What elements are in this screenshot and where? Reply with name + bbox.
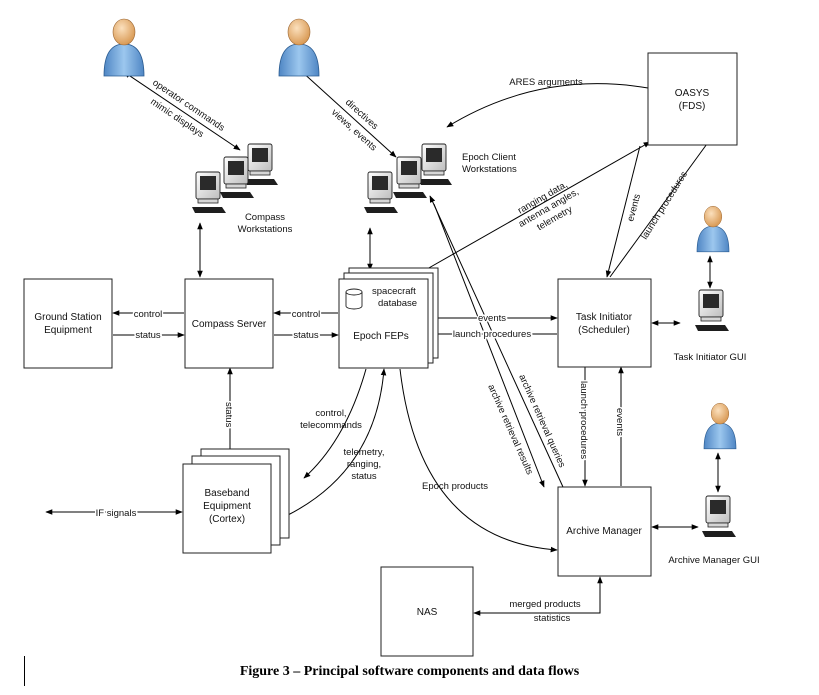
epoch-client-workstations-label-line-2: Workstations [462, 164, 517, 175]
ares-arguments-label: ARES arguments [509, 77, 583, 88]
task-initiator-label-line-1: Task Initiator [576, 312, 633, 323]
baseband-equipment-node: Baseband Equipment (Cortex) [182, 448, 290, 554]
archive-manager-user-person-icon [703, 402, 737, 450]
archive-manager-gui-label: Archive Manager GUI [668, 555, 759, 566]
task-initiator-node: Task Initiator (Scheduler) [557, 278, 652, 368]
oasys-label-line-1: OASYS [675, 88, 710, 99]
oasys-node: OASYS (FDS) [647, 52, 738, 146]
merged-products-label-line-2: statistics [534, 613, 571, 624]
events-oasys-label: events [625, 193, 643, 223]
if-signals-label: IF signals [96, 508, 137, 519]
events-fep-label: events [478, 313, 506, 324]
nas-label: NAS [417, 607, 438, 618]
ground-station-equipment-node: Ground Station Equipment [23, 278, 113, 369]
epoch-user-person-icon [278, 18, 320, 77]
connection-lines [45, 69, 721, 616]
archive-manager-node: Archive Manager [557, 486, 652, 577]
task-initiator-user-person-icon [696, 205, 730, 253]
merged-products-label-line-1: merged products [509, 599, 581, 610]
task-initiator-gui-label: Task Initiator GUI [674, 352, 747, 363]
task-initiator-gui-computer-icon [694, 289, 730, 332]
figure-caption: Figure 3 – Principal software components… [239, 664, 580, 679]
status-baseband-label: status [223, 402, 234, 428]
compass-server-node: Compass Server [184, 278, 274, 369]
launch-procedures-fep-label: launch procedures [453, 329, 531, 340]
spacecraft-database-label-line-2: database [378, 298, 417, 309]
baseband-label-line-3: (Cortex) [209, 514, 245, 525]
ground-station-label-line-2: Equipment [44, 325, 92, 336]
control-cs-label: control [292, 309, 321, 320]
telemetry-ranging-status-label-line-1: telemetry, [343, 447, 384, 458]
telemetry-ranging-status-label-line-3: status [351, 471, 377, 482]
baseband-label-line-1: Baseband [204, 488, 249, 499]
epoch-products-label: Epoch products [422, 481, 488, 492]
operator-person-icon [103, 18, 145, 77]
ground-station-label-line-1: Ground Station [34, 312, 101, 323]
launch-procedures-ti-label: launch procedures [578, 381, 589, 459]
epoch-client-workstations-label-line-1: Epoch Client [462, 152, 516, 163]
control-gs-label: control [134, 309, 163, 320]
oasys-label-line-2: (FDS) [679, 101, 706, 112]
spacecraft-database-icon [345, 288, 363, 310]
epoch-client-workstations-icon [363, 143, 453, 214]
launch-procedures-oasys-label: launch procedures [639, 169, 690, 241]
status-cs-label: status [293, 330, 319, 341]
task-initiator-label-line-2: (Scheduler) [578, 325, 630, 336]
compass-workstations-label-line-2: Workstations [238, 224, 293, 235]
archive-manager-label: Archive Manager [566, 526, 642, 537]
telemetry-ranging-status-label-line-2: ranging, [347, 459, 381, 470]
compass-workstations-icon [191, 143, 279, 214]
status-gs-label: status [135, 330, 161, 341]
compass-workstations-label-line-1: Compass [245, 212, 285, 223]
events-am-label: events [614, 408, 625, 436]
ranging-data-label-group: ranging data, antenna angles, telemetry [516, 179, 581, 233]
baseband-label-line-2: Equipment [203, 501, 251, 512]
nas-node: NAS [380, 566, 474, 657]
compass-server-label: Compass Server [192, 319, 267, 330]
epoch-feps-label: Epoch FEPs [353, 331, 409, 342]
control-telecommands-label-line-2: telecommands [300, 420, 362, 431]
margin-bar [24, 656, 25, 686]
spacecraft-database-label-line-1: spacecraft [372, 286, 416, 297]
epoch-feps-node: spacecraft database Epoch FEPs [338, 267, 439, 369]
archive-manager-gui-computer-icon [701, 495, 737, 538]
control-telecommands-label-line-1: control, [315, 408, 346, 419]
